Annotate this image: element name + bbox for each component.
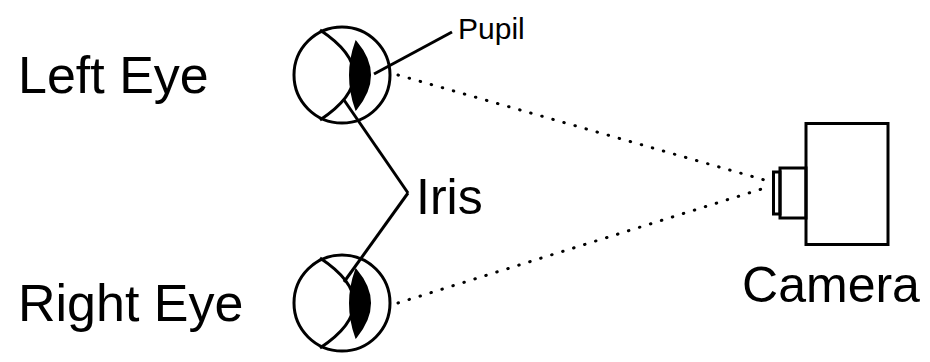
eyeball (294, 255, 390, 351)
part-label: Pupil (458, 14, 525, 44)
lens-rim (774, 172, 781, 214)
iris-arc (320, 258, 354, 348)
sight-line (398, 75, 768, 181)
eye-outline (292, 25, 392, 125)
pupil (350, 42, 370, 109)
eye-node: Right Eye (18, 253, 392, 353)
eye-label: Left Eye (18, 49, 209, 101)
eye-outline (292, 253, 392, 353)
leader-line (344, 100, 408, 193)
camera-outline (772, 122, 890, 246)
eye-node: Left Eye (18, 25, 392, 125)
camera-body (806, 124, 888, 245)
camera-label: Camera (742, 260, 920, 310)
pupil (350, 270, 370, 337)
camera-node: Camera (772, 122, 890, 246)
part-label: Iris (416, 172, 483, 222)
eyeball (294, 27, 390, 123)
camera-lens (780, 168, 806, 218)
eye-label: Right Eye (18, 277, 243, 329)
iris-arc (320, 30, 354, 120)
